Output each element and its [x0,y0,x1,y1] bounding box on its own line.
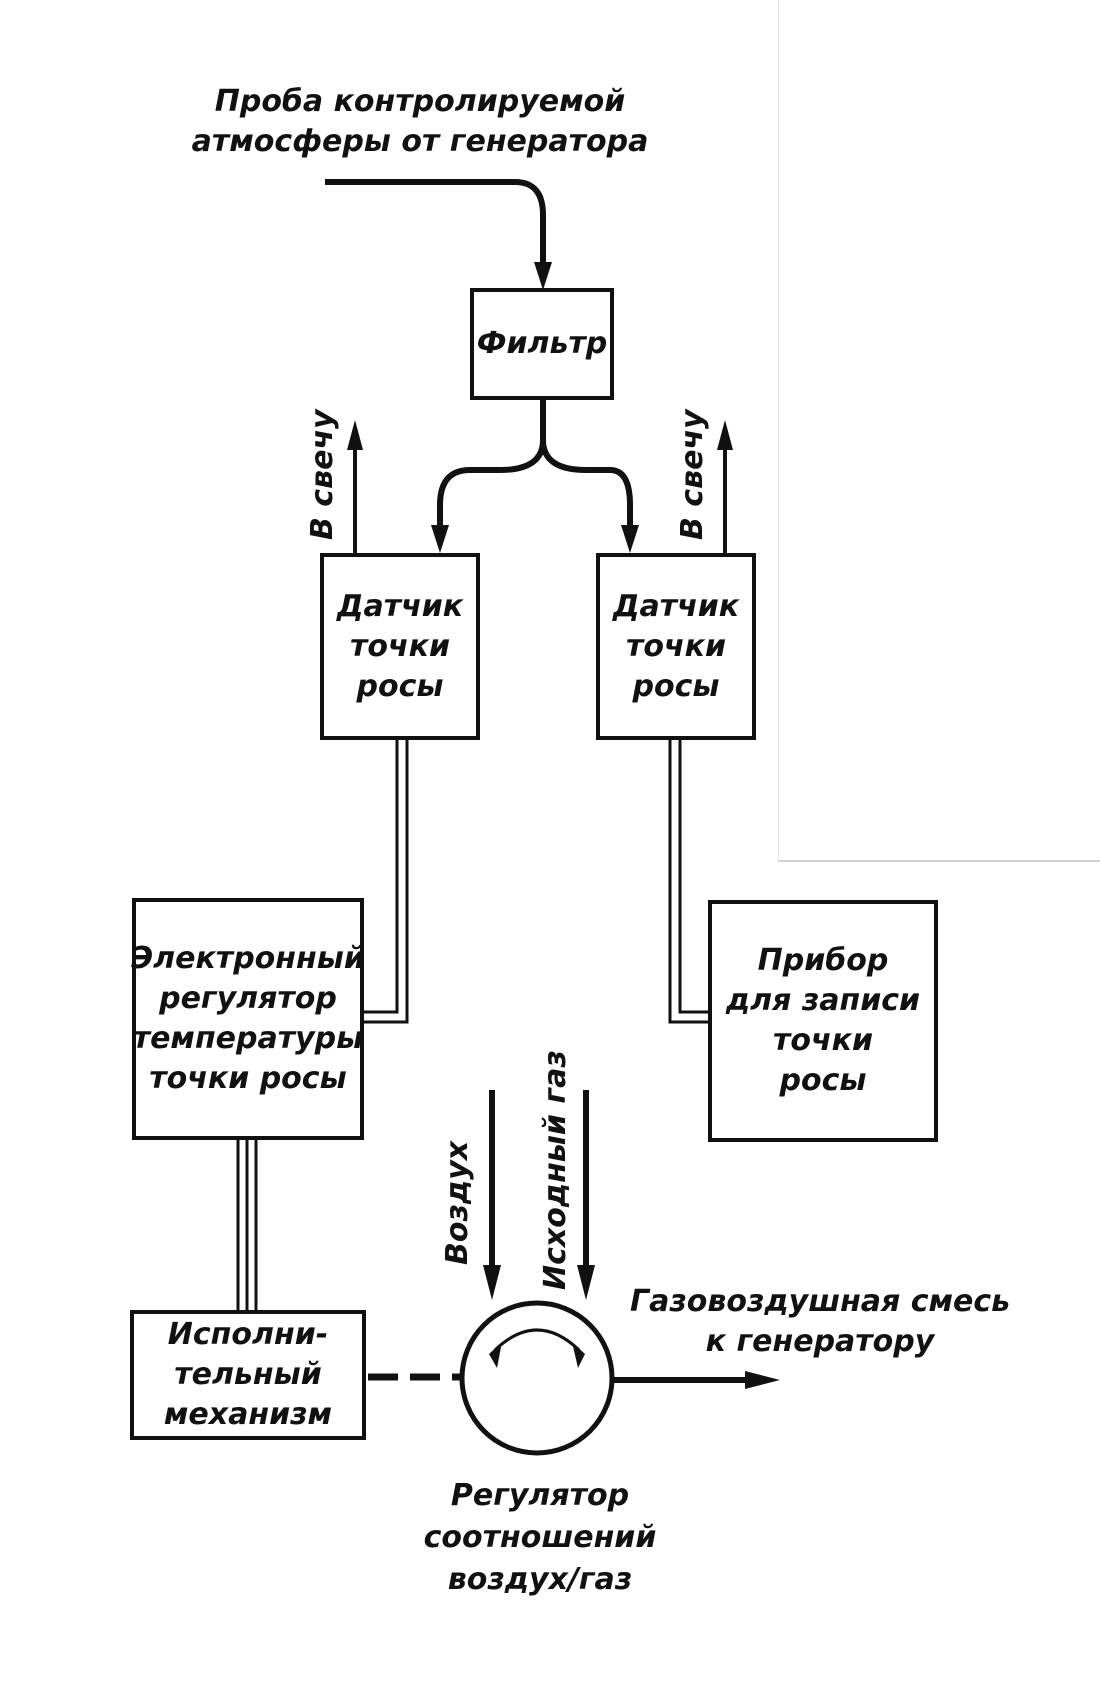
actuator-box: Исполни- тельный механизм [130,1310,366,1440]
ratio-regulator-symbol [459,1300,615,1456]
air-label: Воздух [440,1140,475,1265]
vent-label-right: В свечу [675,409,710,540]
output-label: Газовоздушная смесь к генератору [630,1284,1011,1359]
right-sensor-cable [668,740,710,1024]
electronic-controller-box: Электронный регулятор температуры точки … [131,898,365,1140]
vent-label-left: В свечу [305,409,340,540]
dew-point-sensor-left: Датчик точки росы [320,553,480,740]
input-arrowhead [534,262,552,290]
dew-point-sensor-right: Датчик точки росы [596,553,756,740]
left-sensor-cable [362,740,399,1014]
right-split-arrowhead [621,525,639,553]
filter-box: Фильтр [470,288,614,400]
filter-split-pipe [437,400,546,540]
right-vent-arrowhead [717,420,733,450]
source-gas-label: Исходный газ [538,1050,573,1290]
left-vent-arrowhead [347,420,363,450]
dew-point-recorder-box: Прибор для записи точки росы [708,900,938,1142]
scanned-paper-edge [778,0,1100,862]
output-arrowhead [745,1371,780,1389]
gas-arrowhead [577,1265,595,1300]
input-pipe [325,179,546,278]
air-arrowhead [483,1265,501,1300]
ratio-regulator-label: Регулятор соотношений воздух/газ [423,1478,657,1597]
left-split-arrowhead [431,525,449,553]
input-label: Проба контролируемой атмосферы от генера… [191,84,649,159]
